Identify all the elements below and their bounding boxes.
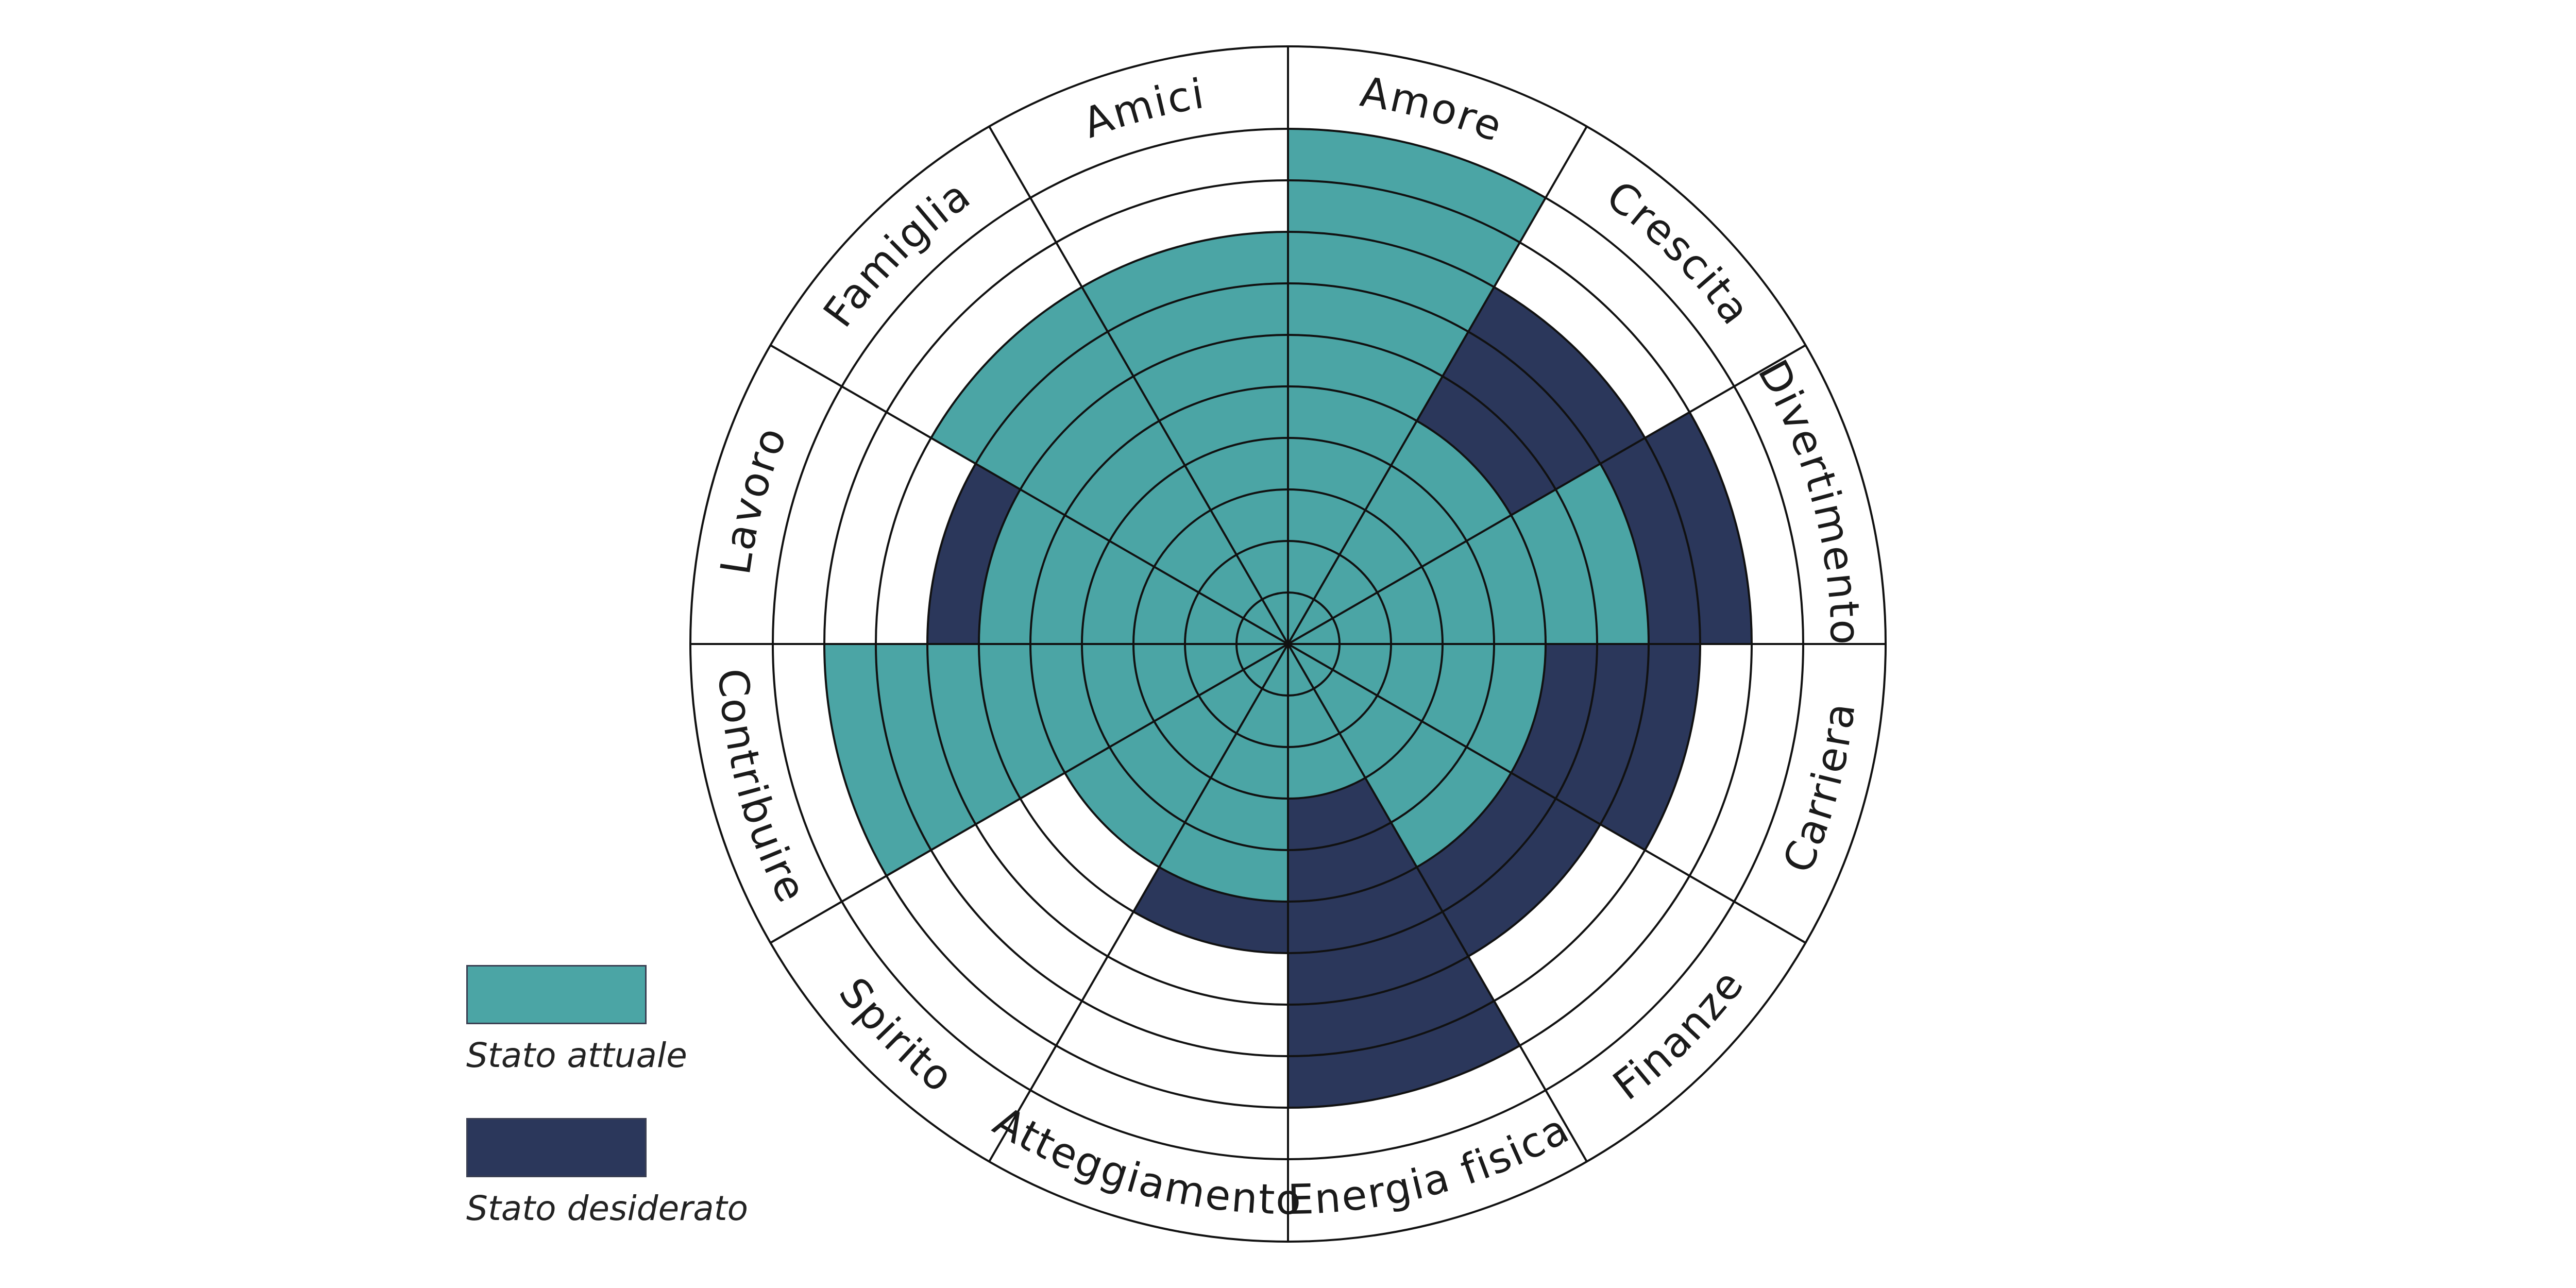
sector-divider — [1287, 643, 1806, 944]
category-label-spirito: Spirito — [829, 969, 963, 1102]
bar-current-lavoro — [979, 489, 1288, 644]
bar-current-spirito — [1064, 644, 1288, 868]
sector-divider — [988, 643, 1289, 1162]
category-label-divertimento: Divertimento — [1749, 352, 1869, 647]
category-label-finanze: Finanze — [1604, 960, 1753, 1110]
sector-divider — [1287, 344, 1806, 645]
bar-current-energia-fisica — [1288, 644, 1365, 799]
bar-current-amici — [1082, 232, 1288, 644]
bar-current-finanze — [1288, 644, 1512, 868]
legend-label-desired: Stato desiderato — [466, 1189, 749, 1228]
legend-swatch-desired — [466, 1118, 647, 1177]
category-label-carriera: Carriera — [1774, 699, 1865, 879]
category-label-contribuire: Contribuire — [709, 667, 817, 911]
bar-current-atteggiamento — [1159, 644, 1288, 902]
sector-divider — [988, 126, 1289, 645]
sector-divider — [770, 344, 1289, 645]
legend-swatch-current — [466, 965, 647, 1024]
sector-divider — [1287, 643, 1588, 1162]
bar-current-amore — [1288, 129, 1546, 644]
category-label-atteggiamento: Atteggiamento — [986, 1097, 1302, 1224]
bar-current-divertimento — [1288, 464, 1649, 644]
sector-divider — [770, 643, 1289, 944]
category-label-famiglia: Famiglia — [814, 170, 980, 335]
legend-item-desired: Stato desiderato — [466, 1118, 748, 1228]
bar-current-famiglia — [931, 287, 1288, 644]
legend-item-current: Stato attuale — [466, 965, 687, 1075]
bar-current-carriera — [1288, 644, 1546, 773]
bar-current-crescita — [1288, 420, 1512, 644]
category-label-amici: Amici — [1077, 70, 1209, 148]
legend-label-current: Stato attuale — [466, 1036, 687, 1075]
sector-divider — [1287, 126, 1588, 645]
category-label-energia-fisica: Energia fisica — [1287, 1104, 1578, 1224]
bar-current-contribuire — [824, 644, 1288, 876]
